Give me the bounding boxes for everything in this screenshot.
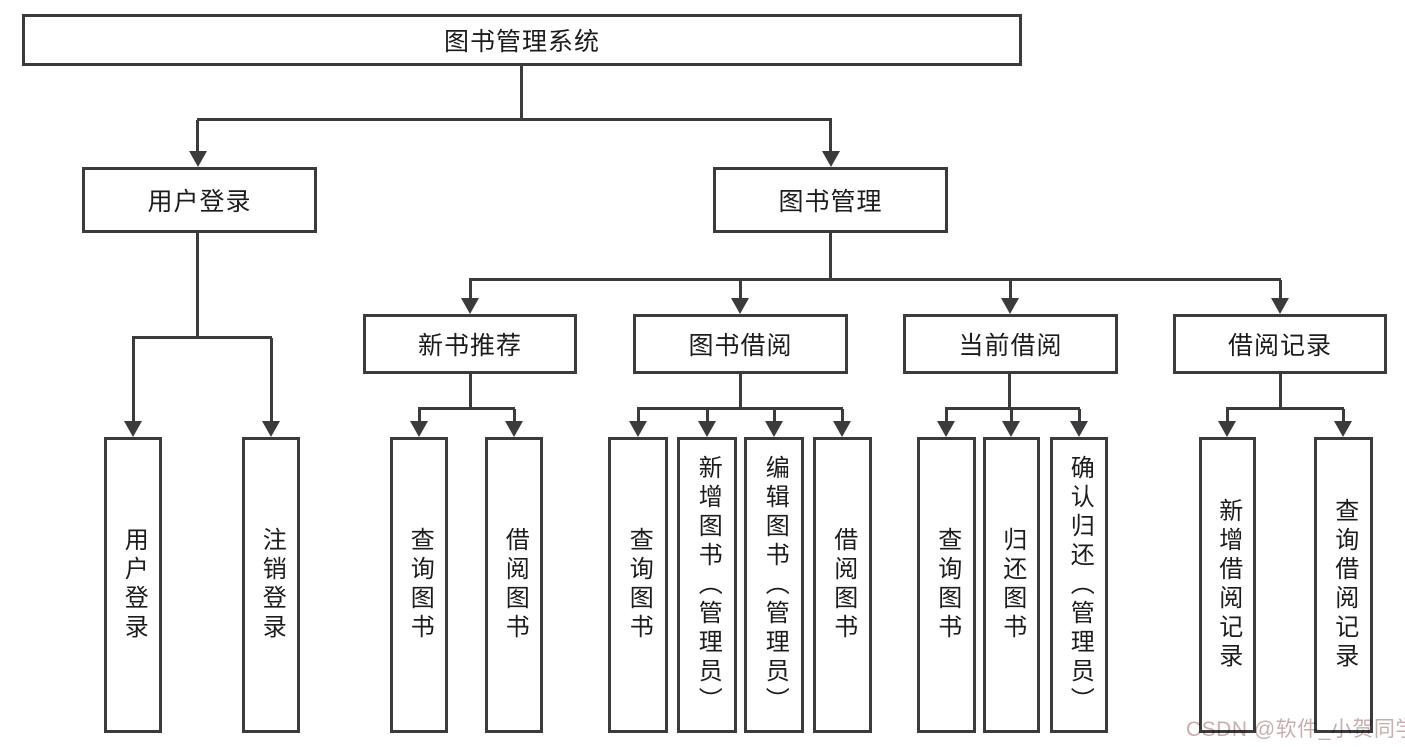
node-label: 借阅图书 <box>829 527 857 643</box>
arrow-down-icon <box>698 421 716 437</box>
connector-trunk <box>469 374 472 409</box>
connector-trunk <box>829 233 832 280</box>
arrow-down-icon <box>629 421 647 437</box>
arrow-down-icon <box>833 421 851 437</box>
node-label: 归还图书 <box>998 527 1026 643</box>
connector-stem <box>841 409 844 422</box>
arrow-down-icon <box>410 421 428 437</box>
node-label: 查询图书 <box>406 527 434 643</box>
node-label: 借阅图书 <box>501 527 529 643</box>
leaf-bb-add-book-admin: 新增图书（管理员） <box>677 437 737 733</box>
leaf-nb-query-book: 查询图书 <box>390 437 448 733</box>
node-label: 用户登录 <box>147 188 252 216</box>
arrow-down-icon <box>1334 421 1352 437</box>
arrow-down-icon <box>505 421 523 437</box>
connector-trunk <box>739 374 742 409</box>
arrow-down-icon <box>189 151 207 167</box>
connector-stem <box>418 409 421 422</box>
node-label: 图书借阅 <box>688 332 793 360</box>
node-label: 查询图书 <box>933 527 961 643</box>
leaf-bb-edit-book-admin: 编辑图书（管理员） <box>744 437 804 733</box>
node-label: 新增借阅记录 <box>1214 498 1242 672</box>
connector-trunk <box>1279 374 1282 409</box>
arrow-down-icon <box>822 151 840 167</box>
leaf-nb-borrow-book: 借阅图书 <box>485 437 543 733</box>
connector-stem <box>1342 409 1345 422</box>
leaf-br-query-record: 查询借阅记录 <box>1314 437 1373 733</box>
arrow-down-icon <box>937 421 955 437</box>
node-label: 编辑图书（管理员） <box>761 454 789 716</box>
node-book-management: 图书管理 <box>713 167 948 233</box>
node-current-borrow: 当前借阅 <box>903 314 1118 374</box>
node-label: 借阅记录 <box>1227 332 1332 360</box>
connector-stem <box>829 120 832 151</box>
connector-stem <box>945 409 948 422</box>
node-label: 图书管理系统 <box>443 28 600 56</box>
connector-stem <box>1078 409 1081 422</box>
connector-bar <box>1226 407 1344 410</box>
node-user-login: 用户登录 <box>82 167 317 233</box>
node-label: 查询借阅记录 <box>1330 498 1358 672</box>
connector-stem <box>773 409 776 422</box>
node-label: 注销登录 <box>258 527 286 643</box>
connector-bar <box>945 407 1080 410</box>
connector-stem <box>1010 409 1013 422</box>
connector-stem <box>513 409 516 422</box>
connector-trunk <box>196 233 199 338</box>
leaf-cb-return-book: 归还图书 <box>983 437 1040 733</box>
arrow-down-icon <box>461 298 479 314</box>
connector-stem <box>469 280 472 300</box>
leaf-cb-query-book: 查询图书 <box>917 437 976 733</box>
node-label: 图书管理 <box>778 188 883 216</box>
arrow-down-icon <box>1001 298 1019 314</box>
arrow-down-icon <box>1271 298 1289 314</box>
connector-stem <box>1226 409 1229 422</box>
arrow-down-icon <box>124 421 142 437</box>
connector-bar <box>132 336 272 339</box>
arrow-down-icon <box>262 421 280 437</box>
connector-bar <box>637 407 843 410</box>
connector-trunk <box>520 64 523 120</box>
node-borrow-record: 借阅记录 <box>1173 314 1387 374</box>
connector-stem <box>1009 280 1012 300</box>
node-label: 当前借阅 <box>958 332 1063 360</box>
leaf-user-login: 用户登录 <box>104 437 162 733</box>
arrow-down-icon <box>1002 421 1020 437</box>
leaf-logout: 注销登录 <box>242 437 300 733</box>
leaf-bb-query-book: 查询图书 <box>608 437 668 733</box>
node-label: 确认归还（管理员） <box>1066 454 1094 716</box>
connector-stem <box>637 409 640 422</box>
connector-stem <box>1279 280 1282 300</box>
connector-trunk <box>1008 374 1011 409</box>
node-root: 图书管理系统 <box>22 14 1022 66</box>
connector-bar <box>197 118 832 121</box>
node-new-book-recommend: 新书推荐 <box>363 314 577 374</box>
arrow-down-icon <box>1070 421 1088 437</box>
connector-bar <box>469 278 1281 281</box>
arrow-down-icon <box>731 298 749 314</box>
node-label: 新书推荐 <box>417 332 522 360</box>
watermark: CSDN @软件_小贺同学 <box>1186 718 1405 741</box>
connector-bar <box>418 407 515 410</box>
connector-stem <box>196 120 199 151</box>
leaf-bb-borrow-book: 借阅图书 <box>813 437 872 733</box>
node-book-borrow: 图书借阅 <box>633 314 848 374</box>
connector-stem <box>739 280 742 300</box>
node-label: 新增图书（管理员） <box>694 454 722 716</box>
arrow-down-icon <box>765 421 783 437</box>
connector-stem <box>270 338 273 422</box>
leaf-br-add-record: 新增借阅记录 <box>1199 437 1256 733</box>
connector-stem <box>706 409 709 422</box>
leaf-cb-confirm-return-admin: 确认归还（管理员） <box>1050 437 1108 733</box>
node-label: 查询图书 <box>625 527 653 643</box>
node-label: 用户登录 <box>120 527 148 643</box>
connector-stem <box>132 338 135 422</box>
arrow-down-icon <box>1218 421 1236 437</box>
